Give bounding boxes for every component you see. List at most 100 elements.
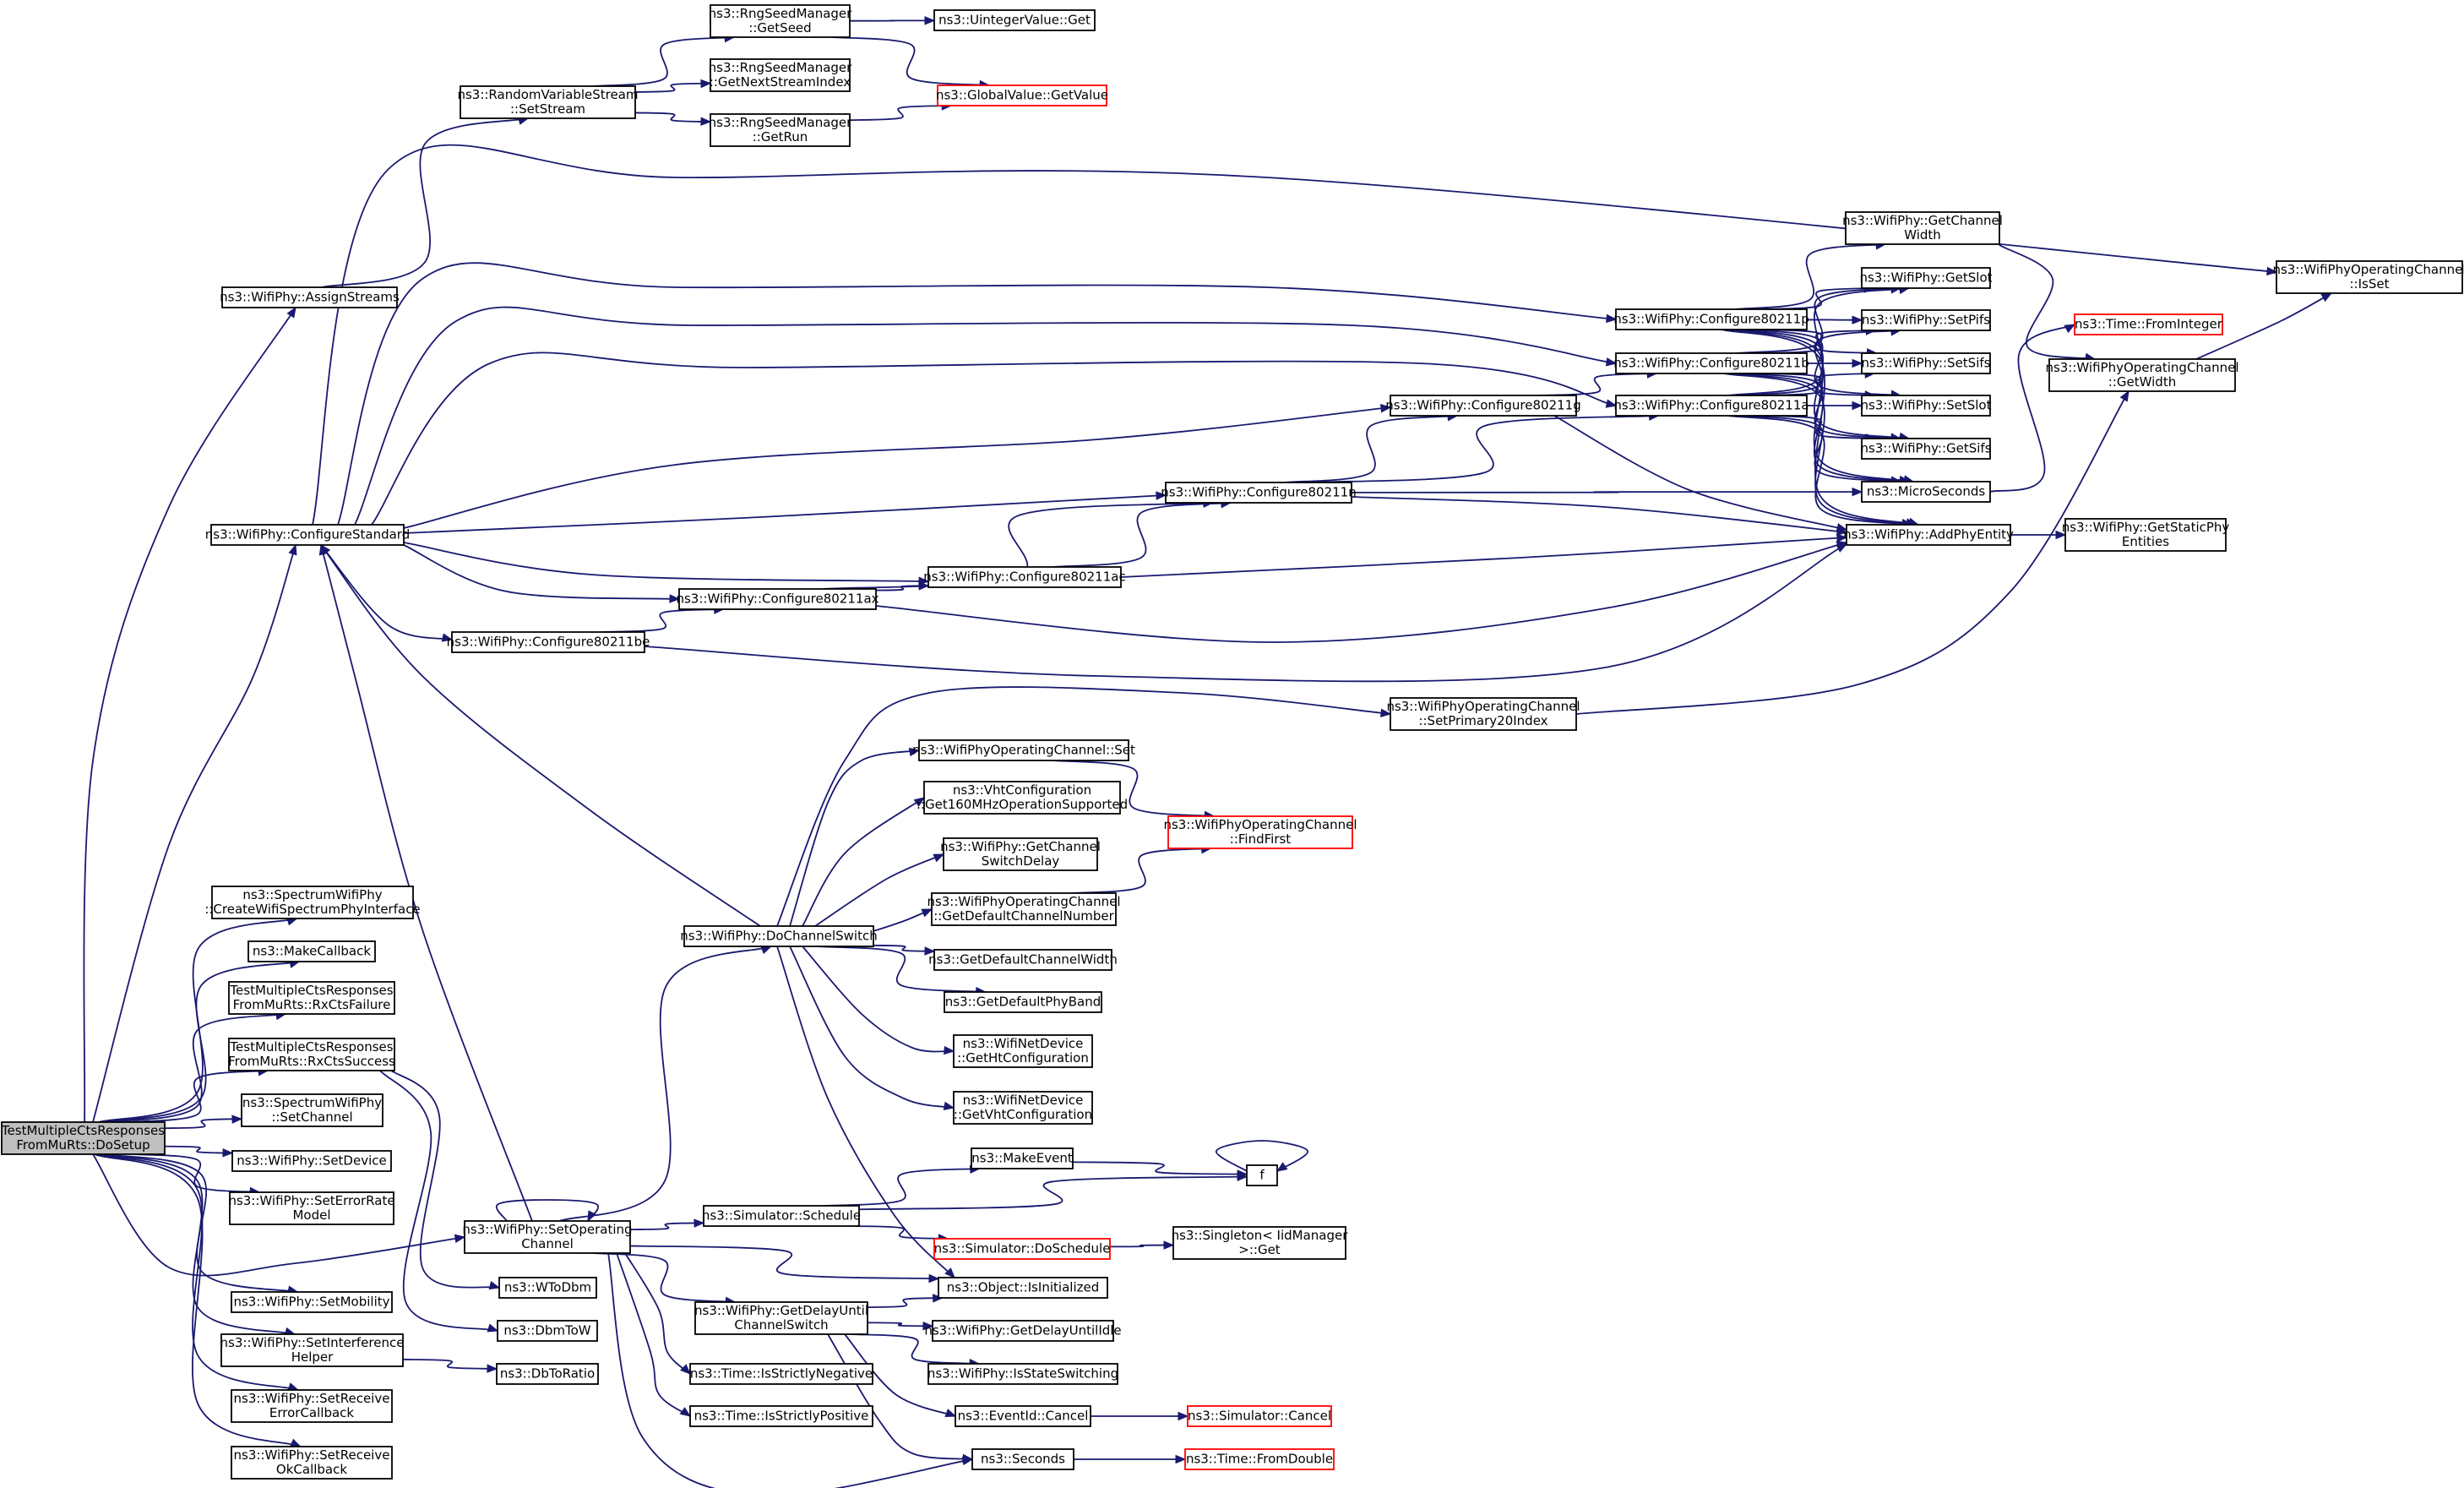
node-sim_schedule[interactable]: ns3::Simulator::Schedule xyxy=(702,1205,861,1227)
node-singleton_get[interactable]: ns3::Singleton< IidManager>::Get xyxy=(1172,1226,1349,1260)
node-label-line: ::SetStream xyxy=(510,101,585,117)
node-addphyentity[interactable]: ns3::WifiPhy::AddPhyEntity xyxy=(1843,524,2014,546)
node-makecallback[interactable]: ns3::MakeCallback xyxy=(247,940,376,962)
node-netdev_getht[interactable]: ns3::WifiNetDevice::GetHtConfiguration xyxy=(953,1034,1093,1068)
node-microseconds[interactable]: ns3::MicroSeconds xyxy=(1861,481,1991,503)
node-box xyxy=(694,1301,868,1335)
node-setsifs[interactable]: ns3::WifiPhy::SetSifs xyxy=(1861,352,1991,374)
node-spectrum_create[interactable]: ns3::SpectrumWifiPhy::CreateWifiSpectrum… xyxy=(204,886,421,919)
edge-line xyxy=(496,1199,599,1222)
node-getslot[interactable]: ns3::WifiPhy::GetSlot xyxy=(1859,267,1993,289)
node-dbtoratio[interactable]: ns3::DbToRatio xyxy=(496,1363,599,1385)
node-f[interactable]: f xyxy=(1246,1164,1278,1186)
edge-line xyxy=(559,946,772,1222)
edge-line xyxy=(629,1222,704,1231)
node-rng_getnext[interactable]: ns3::RngSeedManager::GetNextStreamIndex xyxy=(709,58,853,92)
node-rxctsfailure[interactable]: TestMultipleCtsResponsesFromMuRts::RxCts… xyxy=(228,981,395,1015)
node-box xyxy=(933,9,1096,31)
node-vht_get160[interactable]: ns3::VhtConfiguration::Get160MHzOperatio… xyxy=(917,781,1128,815)
node-sim_cancel[interactable]: ns3::Simulator::Cancel xyxy=(1187,1405,1332,1427)
node-uinteger_get[interactable]: ns3::UintegerValue::Get xyxy=(933,9,1096,31)
node-opchan_getwidth[interactable]: ns3::WifiPhyOperatingChannel::GetWidth xyxy=(2045,358,2239,392)
node-cfg_g[interactable]: ns3::WifiPhy::Configure80211g xyxy=(1385,395,1581,417)
node-label-line: ns3::SpectrumWifiPhy xyxy=(242,1095,382,1110)
node-isstateswitching[interactable]: ns3::WifiPhy::IsStateSwitching xyxy=(927,1363,1118,1385)
node-rng_getseed[interactable]: ns3::RngSeedManager::GetSeed xyxy=(709,4,853,38)
node-setpifs[interactable]: ns3::WifiPhy::SetPifs xyxy=(1861,309,1991,331)
node-getsifs[interactable]: ns3::WifiPhy::GetSifs xyxy=(1860,438,1992,460)
node-assignstreams[interactable]: ns3::WifiPhy::AssignStreams xyxy=(220,286,400,308)
node-cfg_p[interactable]: ns3::WifiPhy::Configure80211p xyxy=(1613,308,1809,330)
node-label-line: ns3::WifiPhy::SetErrorRate xyxy=(228,1193,394,1208)
node-label-line: FromMuRts::RxCtsFailure xyxy=(233,997,391,1012)
node-getdefwidth[interactable]: ns3::GetDefaultChannelWidth xyxy=(928,949,1118,971)
node-layer: TestMultipleCtsResponsesFromMuRts::DoSet… xyxy=(1,4,2464,1480)
node-wtodbm[interactable]: ns3::WToDbm xyxy=(498,1277,597,1299)
edge-line xyxy=(337,262,1617,526)
node-globalvalue[interactable]: ns3::GlobalValue::GetValue xyxy=(936,84,1108,106)
node-label-line: ::CreateWifiSpectrumPhyInterface xyxy=(204,902,420,917)
node-setslot[interactable]: ns3::WifiPhy::SetSlot xyxy=(1861,395,1992,417)
node-object_isinit[interactable]: ns3::Object::IsInitialized xyxy=(938,1277,1108,1299)
node-cfg_be[interactable]: ns3::WifiPhy::Configure80211be xyxy=(447,631,650,653)
node-cfg_ax[interactable]: ns3::WifiPhy::Configure80211ax xyxy=(676,588,879,610)
node-cfg_n[interactable]: ns3::WifiPhy::Configure80211n xyxy=(1161,482,1357,504)
node-eventid_cancel[interactable]: ns3::EventId::Cancel xyxy=(955,1405,1091,1427)
node-getdelayuntilidle[interactable]: ns3::WifiPhy::GetDelayUntilIdle xyxy=(924,1320,1122,1342)
node-label-line: ::GetVhtConfiguration xyxy=(954,1107,1092,1122)
edge-rxctssuccess-to-dbmtow xyxy=(379,1070,499,1333)
node-setdevice[interactable]: ns3::WifiPhy::SetDevice xyxy=(231,1150,392,1172)
node-sim_doschedule[interactable]: ns3::Simulator::DoSchedule xyxy=(933,1238,1111,1260)
edge-arrowhead xyxy=(1605,357,1618,367)
node-dbmtow[interactable]: ns3::DbmToW xyxy=(497,1320,598,1342)
edge-line xyxy=(858,1175,1248,1211)
node-label-line: ChannelSwitch xyxy=(734,1317,828,1333)
node-time_fromdouble[interactable]: ns3::Time::FromDouble xyxy=(1184,1448,1335,1470)
node-opchan_isset[interactable]: ns3::WifiPhyOperatingChannel::IsSet xyxy=(2272,260,2464,294)
node-box xyxy=(931,892,1117,926)
edge-line xyxy=(616,1252,691,1417)
node-cfg_a[interactable]: ns3::WifiPhy::Configure80211a xyxy=(1613,395,1809,417)
edge-arrowhead xyxy=(760,946,772,955)
node-cfg_ac[interactable]: ns3::WifiPhy::Configure80211ac xyxy=(923,566,1126,588)
node-box xyxy=(464,1220,631,1254)
node-opchan_setprimary[interactable]: ns3::WifiPhyOperatingChannel::SetPrimary… xyxy=(1386,697,1580,731)
node-rng_getrun[interactable]: ns3::RngSeedManager::GetRun xyxy=(709,113,853,147)
node-time_strictpos[interactable]: ns3::Time::IsStrictlyPositive xyxy=(689,1405,873,1427)
node-seconds[interactable]: ns3::Seconds xyxy=(971,1448,1074,1470)
node-box xyxy=(228,981,395,1015)
node-label-line: Model xyxy=(292,1207,330,1223)
node-time_strictneg[interactable]: ns3::Time::IsStrictlyNegative xyxy=(689,1363,873,1385)
edge-line xyxy=(96,1153,299,1391)
node-makeevent[interactable]: ns3::MakeEvent xyxy=(971,1147,1074,1169)
node-cfg_b[interactable]: ns3::WifiPhy::Configure80211b xyxy=(1613,352,1809,374)
edge-setoperating-to-getdelayuntil xyxy=(593,1252,737,1306)
node-dochannelswitch[interactable]: ns3::WifiPhy::DoChannelSwitch xyxy=(680,925,878,947)
node-rxctssuccess[interactable]: TestMultipleCtsResponsesFromMuRts::RxCts… xyxy=(228,1038,395,1071)
edge-line xyxy=(1537,373,1657,396)
node-rvs_setstream[interactable]: ns3::RandomVariableStream::SetStream xyxy=(457,85,639,119)
node-time_fromint[interactable]: ns3::Time::FromInteger xyxy=(2074,313,2223,335)
node-opchan_getdefault[interactable]: ns3::WifiPhyOperatingChannel::GetDefault… xyxy=(927,892,1121,926)
node-configstd[interactable]: ns3::WifiPhy::ConfigureStandard xyxy=(205,524,410,546)
edge-cfg_n-to-cfg_g xyxy=(1284,412,1459,483)
node-label-line: ns3::WifiPhy::SetReceive xyxy=(234,1447,390,1463)
node-opchan_findfirst[interactable]: ns3::WifiPhyOperatingChannel::FindFirst xyxy=(1163,815,1357,849)
edge-cfg_p-to-setpifs xyxy=(1806,315,1863,324)
node-spectrum_setchannel[interactable]: ns3::SpectrumWifiPhy::SetChannel xyxy=(241,1093,383,1127)
node-getdefband[interactable]: ns3::GetDefaultPhyBand xyxy=(944,991,1102,1013)
node-opchan_set[interactable]: ns3::WifiPhyOperatingChannel::Set xyxy=(912,739,1135,761)
node-label-line: ns3::Simulator::Cancel xyxy=(1188,1409,1331,1424)
node-setmobility[interactable]: ns3::WifiPhy::SetMobility xyxy=(231,1291,393,1313)
node-box xyxy=(1187,1405,1332,1427)
node-netdev_getvht[interactable]: ns3::WifiNetDevice::GetVhtConfiguration xyxy=(953,1091,1093,1125)
